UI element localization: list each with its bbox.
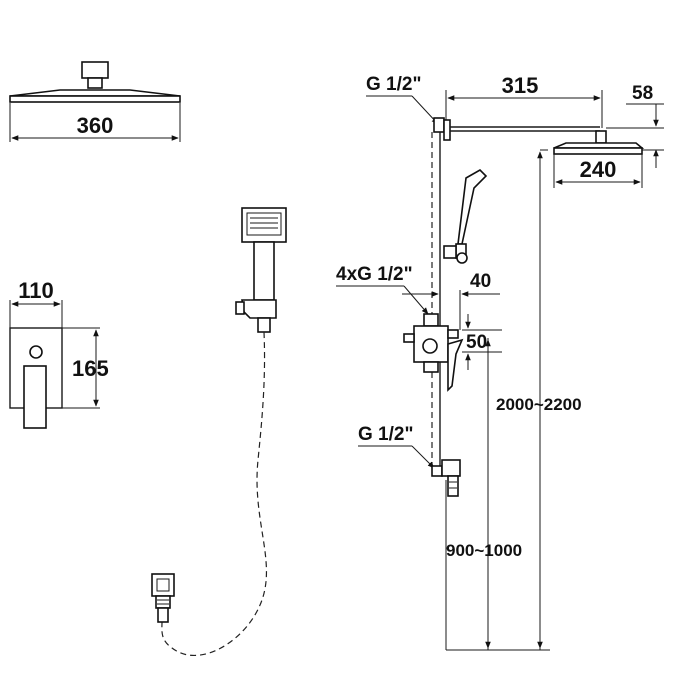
bottom-height-label: 900~1000	[446, 541, 522, 560]
rain-head	[553, 147, 643, 155]
hose-end-fitting	[151, 573, 175, 597]
hose-end-thread	[157, 607, 169, 623]
mixer-height-label: 165	[72, 356, 109, 381]
mixer-spindle-icon	[29, 345, 43, 359]
mixer-leader-arrow	[403, 285, 429, 315]
column-hand-shower	[457, 169, 488, 245]
hand-shower-holder	[241, 299, 277, 319]
mixer-inlet-top	[423, 313, 439, 327]
arm-length-label: 315	[502, 73, 539, 98]
total-height-label: 2000~2200	[496, 395, 582, 414]
rain-head-width-label: 240	[580, 157, 617, 182]
hose-nut-top	[257, 317, 271, 333]
bottom-inlet	[447, 475, 459, 497]
top-connection-label: G 1/2"	[366, 74, 421, 95]
head-top-taper	[9, 89, 181, 97]
head-plate	[9, 95, 181, 103]
hose-end-nut	[155, 595, 171, 609]
wall-bracket	[433, 117, 445, 133]
holder-knob	[235, 301, 245, 315]
hand-shower-head	[241, 207, 287, 243]
mixer-handle	[23, 365, 47, 429]
shower-column: G 1/2" 315 58 240	[336, 73, 664, 651]
mixer-connection-label: 4xG 1/2"	[336, 264, 413, 285]
hand-shower-set	[151, 207, 287, 657]
slider-block	[443, 245, 457, 259]
shower-hose	[161, 331, 268, 657]
mixer-inlet-bottom	[423, 361, 439, 373]
mixer-height-50-label: 50	[466, 332, 487, 353]
bottom-leader-arrow	[411, 445, 435, 469]
arm-head-joint	[595, 130, 607, 144]
arm-flange	[443, 119, 451, 141]
mixer-width-label: 110	[18, 278, 54, 303]
mixer-outlet-left	[403, 333, 415, 343]
head-drop-label: 58	[632, 83, 653, 104]
mixer-cartridge-icon	[422, 338, 438, 354]
bottom-elbow	[431, 465, 443, 477]
mixer-body-front-view: 110 165	[9, 278, 109, 429]
mixer-offset-label: 40	[470, 271, 491, 292]
bottom-connector	[441, 459, 461, 477]
mixer-outlet-right	[447, 329, 459, 339]
head-connector-neck	[87, 77, 103, 89]
mixer-lever	[447, 338, 464, 392]
bottom-connection-label: G 1/2"	[358, 424, 413, 445]
head-connector-block	[81, 61, 109, 79]
shower-head-side-view: 360	[9, 61, 181, 142]
head-width-label: 360	[77, 113, 114, 138]
hand-shower-handle	[253, 241, 275, 301]
hand-shower-face	[246, 212, 282, 236]
